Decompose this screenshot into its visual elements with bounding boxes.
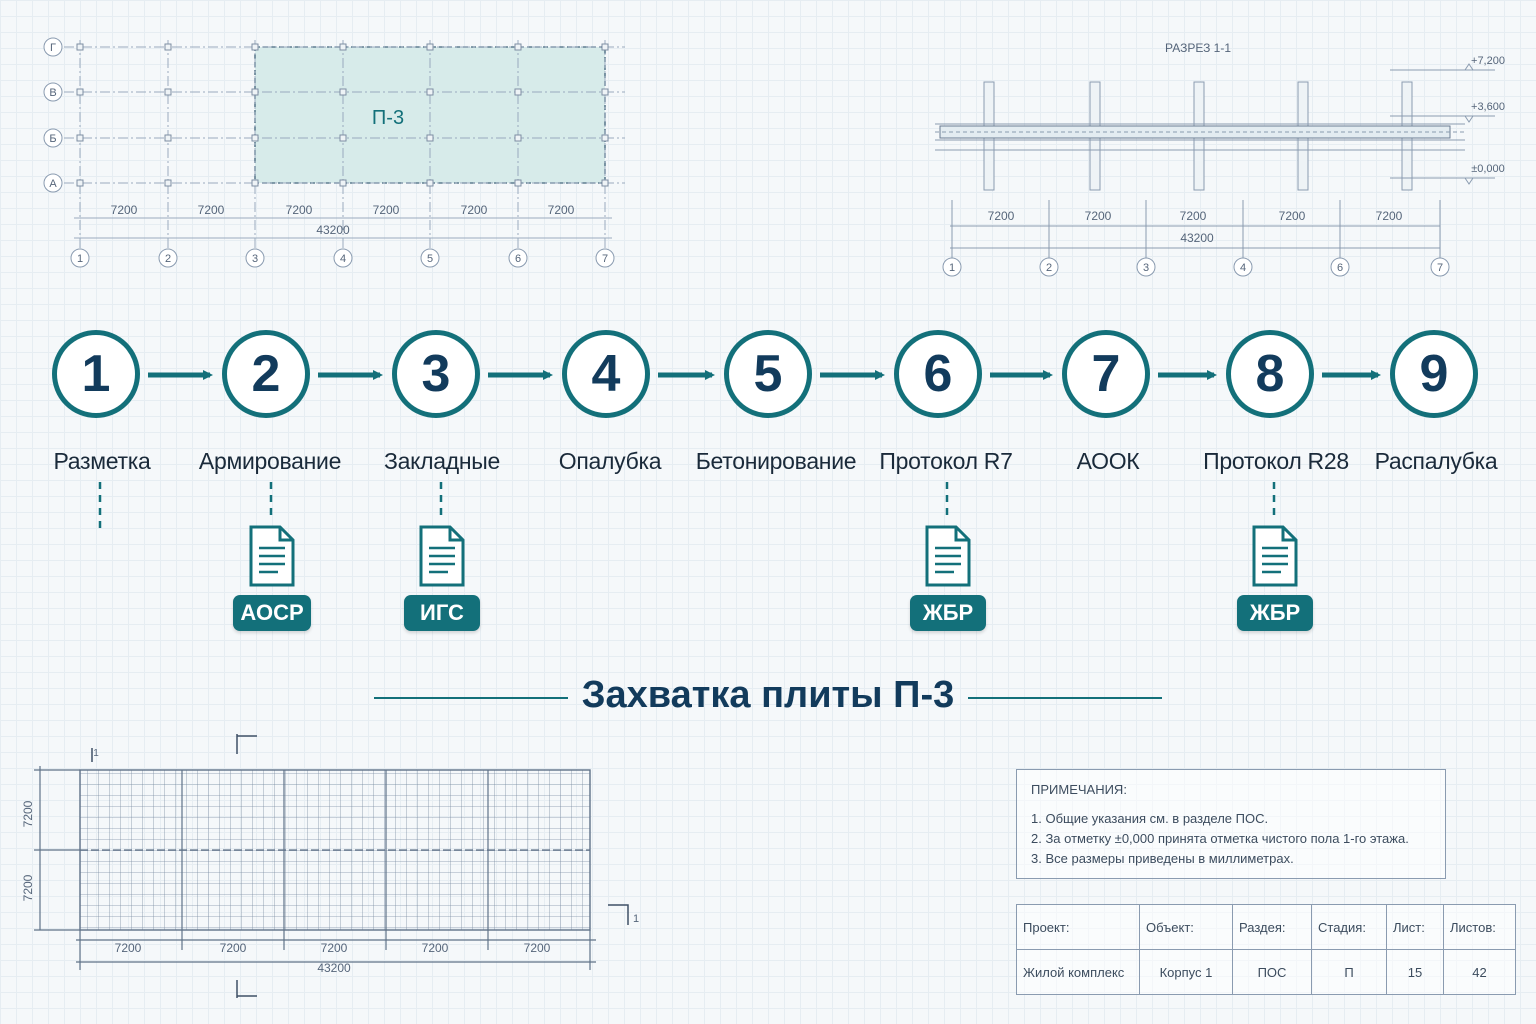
value-object: Корпус 1 — [1139, 949, 1233, 995]
header-stage: Стадия: — [1311, 904, 1387, 950]
value-project: Жилой комплекс — [1016, 949, 1140, 995]
zone-label: П-3 — [372, 107, 404, 129]
reinforcement-mesh-drawing: 7200 7200 7200 7200 7200 43200 7200 7200… — [21, 734, 639, 998]
value-sheet: 15 — [1386, 949, 1444, 995]
doc-badge-zhbr[interactable]: ЖБР — [910, 595, 986, 631]
plan-span-dim: 7200 — [373, 203, 400, 217]
header-section: Раздея: — [1232, 904, 1312, 950]
section-title: РАЗРЕЗ 1-1 — [1165, 41, 1231, 55]
plan-col-label: 4 — [340, 253, 346, 265]
document-icon — [925, 525, 971, 587]
plan-col-label: 2 — [165, 253, 171, 265]
mesh-span-dim: 7200 — [321, 941, 348, 955]
section-mark-label: 1 — [633, 913, 639, 925]
step-7-circle[interactable]: 7 — [1062, 330, 1150, 418]
plan-total-dim: 43200 — [316, 223, 350, 237]
mesh-height-dim: 7200 — [21, 800, 35, 827]
section-span-dim: 7200 — [1279, 209, 1306, 223]
plan-span-dim: 7200 — [461, 203, 488, 217]
title-block: Проект: Объект: Раздея: Стадия: Лист: Ли… — [1016, 904, 1516, 995]
section-col-label: 1 — [949, 262, 955, 274]
doc-badge-zhbr[interactable]: ЖБР — [1237, 595, 1313, 631]
page-title: Захватка плиты П-3 — [581, 674, 955, 716]
plan-span-dim: 7200 — [286, 203, 313, 217]
title-block-header-row: Проект: Объект: Раздея: Стадия: Лист: Ли… — [1016, 904, 1516, 950]
plan-row-label: Б — [49, 133, 56, 145]
mesh-total-dim: 43200 — [317, 961, 351, 975]
plan-row-label: Г — [50, 42, 56, 54]
step-5-label: Бетонирование — [695, 448, 857, 474]
step-3-circle[interactable]: 3 — [392, 330, 480, 418]
heading-rule-left — [374, 697, 568, 699]
plan-col-label: 1 — [77, 253, 83, 265]
section-total-dim: 43200 — [1180, 231, 1214, 245]
step-2-label: Армирование — [198, 448, 342, 474]
notes-box: ПРИМЕЧАНИЯ: 1. Общие указания см. в разд… — [1016, 769, 1446, 879]
header-sheet: Лист: — [1386, 904, 1444, 950]
section-col-label: 7 — [1437, 262, 1443, 274]
section-span-dim: 7200 — [988, 209, 1015, 223]
header-object: Объект: — [1139, 904, 1233, 950]
note-item: 2. За отметку ±0,000 принята отметка чис… — [1031, 831, 1409, 846]
document-icon — [1252, 525, 1298, 587]
step-6-circle[interactable]: 6 — [894, 330, 982, 418]
note-item: 1. Общие указания см. в разделе ПОС. — [1031, 811, 1269, 826]
section-drawing: РАЗРЕЗ 1-1 +7,200 +3,600 ±0,000 7200 720… — [935, 41, 1505, 277]
section-col-label: 6 — [1337, 262, 1343, 274]
plan-col-label: 5 — [427, 253, 433, 265]
mesh-span-dim: 7200 — [422, 941, 449, 955]
step-5-circle[interactable]: 5 — [724, 330, 812, 418]
value-section: ПОС — [1232, 949, 1312, 995]
step-9-circle[interactable]: 9 — [1390, 330, 1478, 418]
level-mark: ±0,000 — [1471, 163, 1505, 175]
mesh-height-dim: 7200 — [21, 874, 35, 901]
section-span-dim: 7200 — [1376, 209, 1403, 223]
step-1-circle[interactable]: 1 — [52, 330, 140, 418]
step-3-label: Закладные — [384, 448, 500, 474]
value-stage: П — [1311, 949, 1387, 995]
level-mark: +7,200 — [1471, 55, 1505, 67]
step-4-label: Опалубка — [558, 448, 662, 474]
heading-rule-right — [968, 697, 1162, 699]
plan-span-dim: 7200 — [548, 203, 575, 217]
section-col-label: 4 — [1240, 262, 1246, 274]
header-project: Проект: — [1016, 904, 1140, 950]
doc-connectors — [98, 482, 1276, 534]
title-block-value-row: Жилой комплекс Корпус 1 ПОС П 15 42 — [1016, 949, 1516, 995]
doc-badge-aosr[interactable]: АОСР — [233, 595, 311, 631]
note-item: 3. Все размеры приведены в миллиметрах. — [1031, 851, 1294, 866]
plan-col-label: 7 — [602, 253, 608, 265]
step-4-circle[interactable]: 4 — [562, 330, 650, 418]
mesh-span-dim: 7200 — [524, 941, 551, 955]
mesh-span-dim: 7200 — [115, 941, 142, 955]
step-9-label: Распалубка — [1374, 448, 1498, 474]
header-sheets: Листов: — [1443, 904, 1516, 950]
step-7-label: АООК — [1076, 448, 1140, 474]
document-icon — [419, 525, 465, 587]
mesh-span-dim: 7200 — [220, 941, 247, 955]
doc-badge-igs[interactable]: ИГС — [404, 595, 480, 631]
step-8-circle[interactable]: 8 — [1226, 330, 1314, 418]
step-6-label: Протокол R7 — [879, 448, 1013, 474]
plan-row-label: А — [49, 178, 57, 190]
floor-plan-drawing: Г В Б А 1 2 3 4 5 6 7 7200 7200 7200 720… — [43, 37, 625, 268]
section-col-label: 2 — [1046, 262, 1052, 274]
section-span-dim: 7200 — [1180, 209, 1207, 223]
plan-span-dim: 7200 — [198, 203, 225, 217]
value-sheets: 42 — [1443, 949, 1516, 995]
level-mark: +3,600 — [1471, 101, 1505, 113]
section-mark-label: 1 — [93, 748, 99, 759]
section-span-dim: 7200 — [1085, 209, 1112, 223]
notes-title: ПРИМЕЧАНИЯ: — [1031, 782, 1127, 797]
step-1-label: Разметка — [53, 448, 151, 474]
plan-row-label: В — [49, 87, 56, 99]
plan-col-label: 3 — [252, 253, 258, 265]
process-arrows — [148, 370, 1381, 380]
plan-col-label: 6 — [515, 253, 521, 265]
step-2-circle[interactable]: 2 — [222, 330, 310, 418]
plan-span-dim: 7200 — [111, 203, 138, 217]
section-col-label: 3 — [1143, 262, 1149, 274]
document-icon — [249, 525, 295, 587]
step-8-label: Протокол R28 — [1203, 448, 1349, 474]
